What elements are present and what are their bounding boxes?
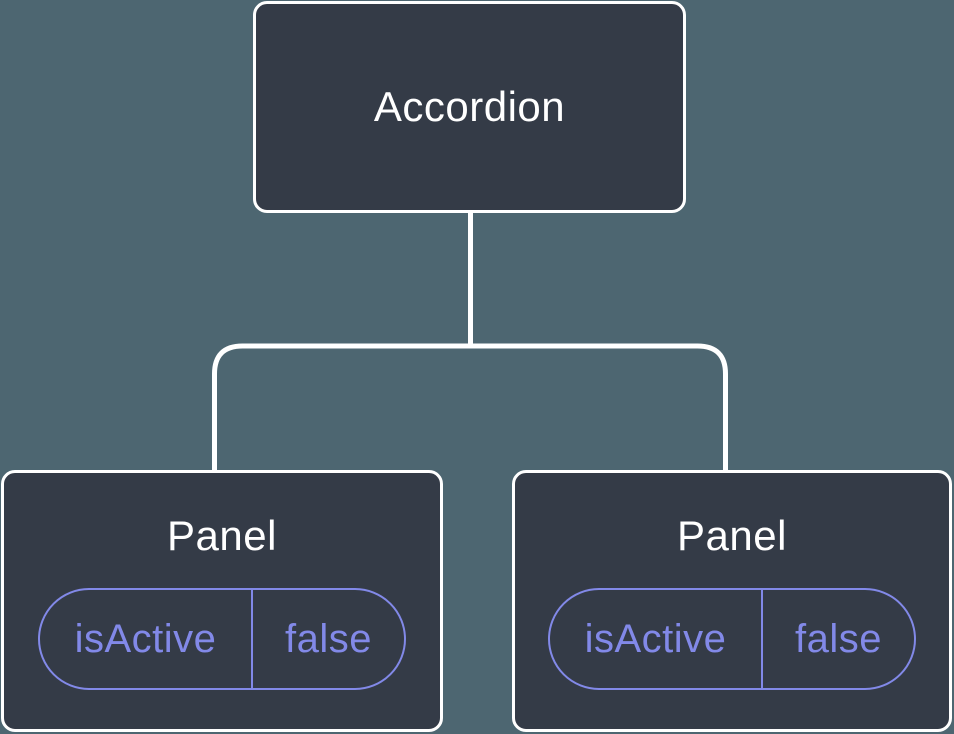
component-node-panel-1: Panel isActive false (1, 470, 443, 732)
connector-branch-bracket (212, 343, 728, 471)
component-label-accordion: Accordion (373, 83, 566, 130)
component-label-panel-2: Panel (677, 512, 787, 559)
component-node-panel-2: Panel isActive false (512, 470, 952, 732)
state-pill-panel-1: isActive false (38, 588, 406, 690)
state-name-label: isActive (550, 590, 763, 688)
state-value-label: false (795, 616, 882, 661)
component-label-panel-1: Panel (167, 512, 277, 559)
state-name-label: isActive (40, 590, 253, 688)
state-value-label: false (285, 616, 372, 661)
state-pill-panel-2: isActive false (548, 588, 916, 690)
component-node-accordion: Accordion (253, 1, 686, 213)
